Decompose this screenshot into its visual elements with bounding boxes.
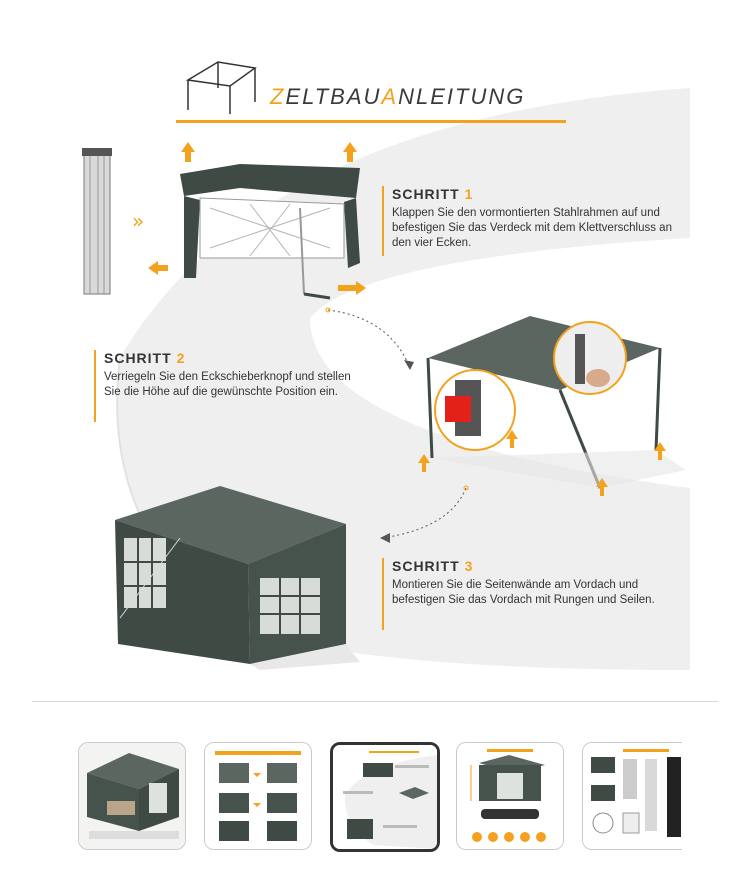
main-product-image[interactable]: » <box>60 58 690 670</box>
thumb-dimensions[interactable] <box>456 742 564 850</box>
tent-step2-illustration <box>426 316 686 489</box>
step-3: SCHRITT 3 Montieren Sie die Seitenwände … <box>382 558 682 630</box>
thumb-assembly-guide[interactable] <box>330 742 440 852</box>
step-heading: SCHRITT 2 <box>104 350 354 366</box>
step-accent-bar <box>382 558 384 630</box>
step-label: SCHRITT <box>104 350 172 366</box>
page-title: ZELTBAUANLEITUNG <box>270 84 525 110</box>
arrow-up-icon <box>181 142 357 162</box>
step-number: 1 <box>464 186 474 202</box>
thumbnail-image <box>457 743 563 849</box>
tent-step3-illustration <box>115 486 360 670</box>
title-highlight-z: Z <box>270 84 286 109</box>
thumbnail-image <box>583 743 682 849</box>
thumbnail-image <box>205 743 311 849</box>
step-number: 3 <box>464 558 474 574</box>
step-accent-bar <box>94 350 96 422</box>
thumb-side-walls[interactable] <box>204 742 312 850</box>
step-label: SCHRITT <box>392 558 460 574</box>
step-label: SCHRITT <box>392 186 460 202</box>
thumbnail-image <box>333 745 437 849</box>
step-1: SCHRITT 1 Klappen Sie den vormontierten … <box>382 186 682 256</box>
step-number: 2 <box>176 350 186 366</box>
tent-step1-illustration <box>180 164 360 300</box>
folded-frame-illustration <box>82 148 112 295</box>
arrow-right-icon <box>338 281 366 295</box>
arrow-up-icon <box>418 430 666 496</box>
chevrons-right-icon: » <box>132 209 144 233</box>
step-description: Klappen Sie den vormontierten Stahlrahme… <box>392 207 672 249</box>
step-description: Montieren Sie die Seitenwände am Vordach… <box>392 579 655 606</box>
arrow-left-icon <box>148 261 168 275</box>
divider <box>32 701 718 702</box>
thumb-tent-lounge[interactable] <box>78 742 186 850</box>
thumbnail-image <box>79 743 185 849</box>
assembly-illustration: » <box>82 61 690 670</box>
title-underline <box>176 120 566 123</box>
title-part: NLEITUNG <box>398 84 526 109</box>
step-heading: SCHRITT 3 <box>392 558 682 574</box>
step-2: SCHRITT 2 Verriegeln Sie den Eckschieber… <box>94 350 354 422</box>
step-description: Verriegeln Sie den Eckschieberknopf und … <box>104 371 351 398</box>
step-heading: SCHRITT 1 <box>392 186 682 202</box>
tent-outline-icon <box>185 61 257 114</box>
step-accent-bar <box>382 186 384 256</box>
title-highlight-a: A <box>381 84 399 109</box>
thumbnail-strip <box>78 742 682 852</box>
title-part: ELTBAU <box>285 84 382 109</box>
thumb-delivery-contents[interactable] <box>582 742 682 850</box>
